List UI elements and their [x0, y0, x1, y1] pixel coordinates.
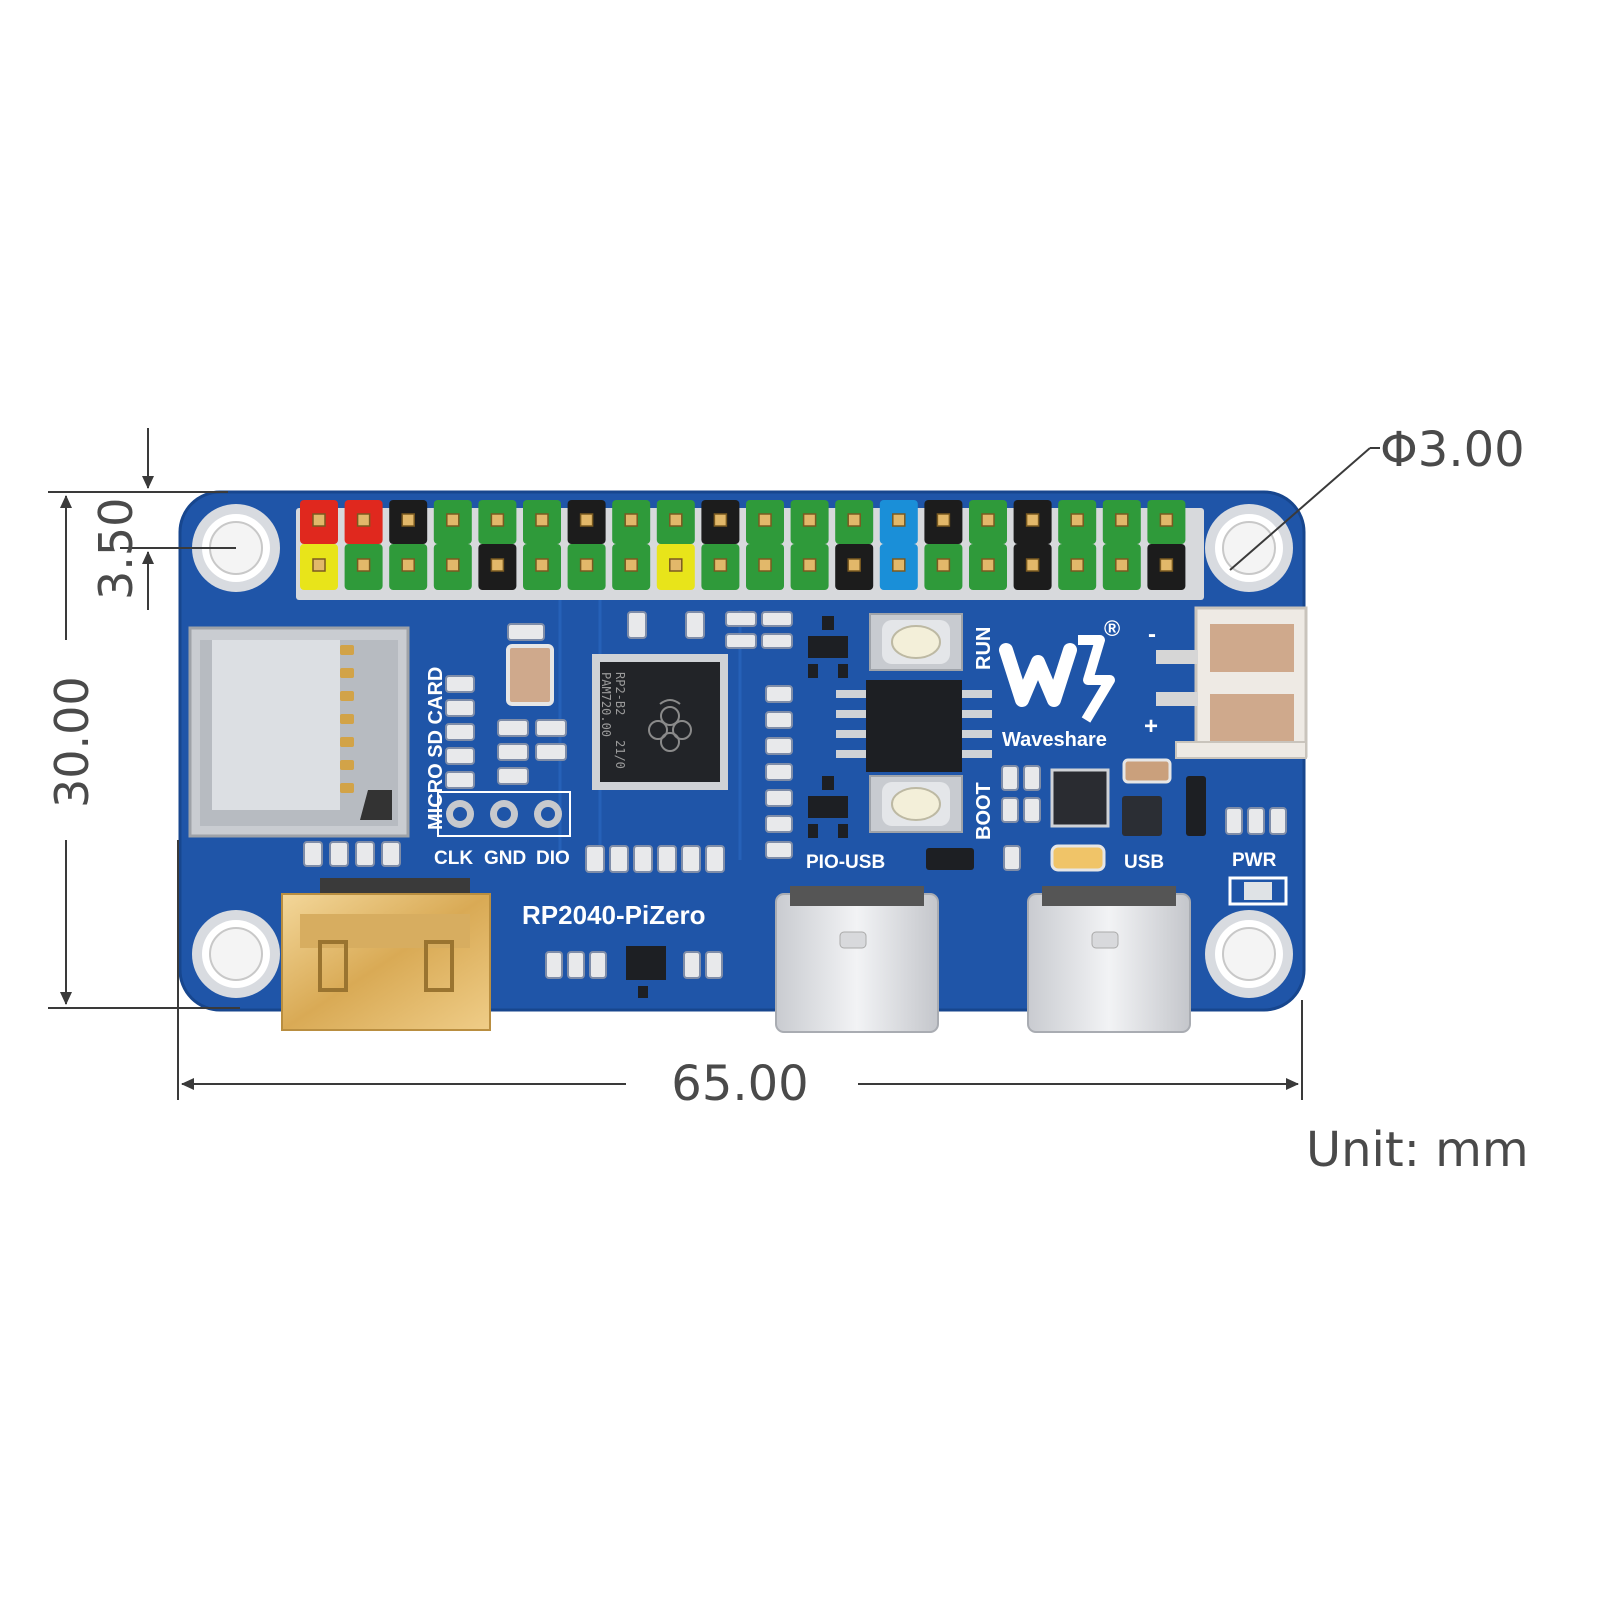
header-top-pin-contact [535, 513, 549, 527]
header-bottom-pin-contact [446, 558, 460, 572]
mounting-hole-bottom-left [192, 910, 280, 998]
header-top-pin-contact [356, 513, 371, 527]
mounting-hole-bottom-right [1205, 910, 1293, 998]
header-bottom-pin-contact [490, 558, 505, 572]
dimension-height-label: 30.00 [45, 676, 99, 808]
label-gnd: GND [484, 848, 526, 869]
chip-marking-line-1: RP2-B2 [613, 672, 627, 715]
header-bottom-pin-contact [1115, 558, 1129, 572]
header-bottom-pin-contact [713, 558, 728, 572]
dimension-hole-offset [48, 428, 236, 610]
header-bottom-pin-contact [624, 558, 638, 572]
header-bottom-pin-contact [401, 558, 415, 572]
header-bottom-pin-contact [1070, 558, 1084, 572]
smd-passives-bottom-row [545, 951, 723, 979]
usb-connector [1027, 886, 1191, 1033]
pwr-led-area [1225, 807, 1288, 906]
header-bottom-pin-contact [936, 558, 951, 572]
dimension-hole-diameter-label: Φ3.00 [1380, 422, 1525, 478]
chip-marking-line-2: 21/0 [613, 740, 627, 769]
header-top-pin-contact [892, 513, 906, 527]
smd-passives-left [303, 611, 705, 867]
header-bottom-pin-contact [1159, 558, 1174, 572]
header-top-pin-contact [802, 513, 817, 527]
rp2040-chip: RP2-B2 21/0 PAM720.00 [592, 654, 728, 790]
label-run: RUN [973, 627, 995, 670]
label-dio: DIO [536, 848, 570, 869]
dimension-hole-offset-label: 3.50 [89, 498, 143, 600]
battery-connector [1156, 606, 1308, 759]
unit-label: Unit: mm [1306, 1122, 1529, 1178]
run-button [869, 613, 963, 671]
gpio-header [296, 500, 1204, 600]
header-top-pin-contact [401, 513, 415, 527]
header-top-pin-contact [446, 513, 460, 527]
header-top-pin-contact [579, 513, 594, 527]
dimension-width-label: 65.00 [671, 1056, 808, 1112]
smd-passives-strip [725, 611, 1041, 871]
crystal-oscillator [506, 644, 554, 706]
capacitors [1050, 758, 1172, 872]
label-pwr: PWR [1232, 850, 1277, 871]
label-minus: - [1148, 621, 1156, 648]
sot-transistors [626, 616, 1206, 998]
header-bottom-pin-contact [669, 558, 683, 572]
label-pio-usb: PIO-USB [806, 852, 885, 873]
boot-button [869, 775, 963, 833]
label-sd-card: MICRO SD CARD [425, 667, 447, 830]
header-top-pin-contact [936, 513, 951, 527]
label-clk: CLK [434, 848, 473, 869]
flash-memory-chip [836, 680, 992, 772]
header-top-pin-contact [758, 513, 772, 527]
header-bottom-pin-contact [1025, 558, 1040, 572]
header-bottom-pin-contact [356, 558, 371, 572]
dimension-hole-diameter [1229, 447, 1380, 571]
header-bottom-pin-contact [535, 558, 549, 572]
raspberry-logo-icon [648, 699, 692, 752]
header-bottom-pin-contact [312, 558, 326, 572]
waveshare-logo: ® [999, 616, 1120, 723]
header-row-top [300, 500, 1186, 544]
swd-pads [437, 791, 571, 837]
label-usb: USB [1124, 852, 1164, 873]
pio-usb-connector [775, 886, 939, 1033]
header-top-pin-contact [847, 513, 861, 527]
header-top-pin-contact [312, 513, 326, 527]
header-top-pin-contact [624, 513, 638, 527]
header-bottom-pin-contact [847, 558, 861, 572]
mini-hdmi-connector [281, 878, 491, 1031]
label-boot: BOOT [973, 782, 995, 840]
registered-mark: ® [1104, 616, 1120, 641]
smd-passives-bottom [585, 845, 725, 873]
header-bottom-pin-contact [758, 558, 772, 572]
header-top-pin-contact [713, 513, 728, 527]
header-bottom-pin-contact [981, 558, 995, 572]
header-top-pin-contact [669, 513, 683, 527]
header-top-pin-contact [1070, 513, 1084, 527]
dimension-height [48, 495, 240, 1009]
chip-marking-line-3: PAM720.00 [599, 672, 613, 737]
usb-controller-chip [1050, 768, 1110, 828]
board-name: RP2040-PiZero [522, 900, 706, 930]
header-top-pin-contact [981, 513, 995, 527]
header-row-bottom [300, 544, 1186, 590]
dimension-width [177, 840, 1303, 1100]
header-top-pin-contact [1025, 513, 1040, 527]
header-top-pin-contact [1159, 513, 1174, 527]
header-top-pin-contact [1115, 513, 1129, 527]
header-bottom-pin-contact [892, 558, 906, 572]
header-top-pin-contact [490, 513, 505, 527]
mounting-hole-top-right [1205, 504, 1293, 592]
brand-name: Waveshare [1002, 729, 1107, 751]
label-plus: + [1144, 713, 1158, 740]
header-bottom-pin-contact [579, 558, 594, 572]
micro-sd-slot [188, 626, 410, 838]
header-bottom-pin-contact [802, 558, 817, 572]
